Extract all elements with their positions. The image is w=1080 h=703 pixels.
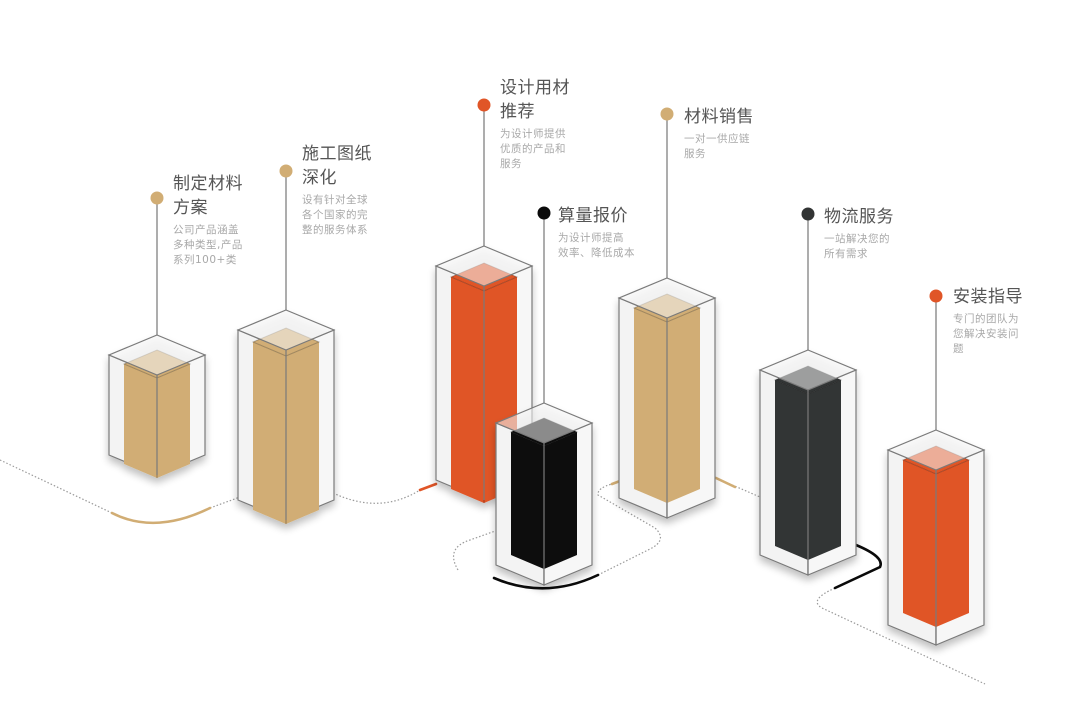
marker-dot-icon <box>660 107 674 121</box>
solid-path-segment <box>833 543 883 590</box>
step-description: 公司产品涵盖多种类型,产品系列100+类 <box>173 223 243 268</box>
marker-dots <box>150 98 943 303</box>
bar-installation-guide <box>886 429 986 646</box>
step-description-line: 一站解决您的 <box>824 233 890 245</box>
dotted-path-segment <box>0 459 113 514</box>
step-title-line: 设计用材 <box>500 78 570 98</box>
step-title-line: 施工图纸 <box>302 144 372 164</box>
step-description-line: 为设计师提高 <box>558 232 624 244</box>
step-description-line: 各个国家的完 <box>302 209 368 221</box>
step-label-construction-drawing: 施工图纸深化设有针对全球各个国家的完整的服务体系 <box>302 142 372 238</box>
step-title: 制定材料方案 <box>173 172 243 220</box>
bar-construction-drawing <box>236 309 336 524</box>
step-label-design-material-recommend: 设计用材推荐为设计师提供优质的产品和服务 <box>500 76 570 172</box>
bar-fill-right <box>808 380 841 560</box>
bar-quotation <box>494 402 594 586</box>
marker-dot-icon <box>477 98 491 112</box>
step-description: 专门的团队为您解决安装问题 <box>953 312 1023 357</box>
step-title: 材料销售 <box>684 105 754 129</box>
step-label-material-plan: 制定材料方案公司产品涵盖多种类型,产品系列100+类 <box>173 172 243 268</box>
step-description-line: 公司产品涵盖 <box>173 224 239 236</box>
dotted-path-segment <box>209 496 241 509</box>
step-title: 安装指导 <box>953 285 1023 309</box>
solid-path-segment <box>714 476 737 489</box>
step-description-line: 整的服务体系 <box>302 224 368 236</box>
step-description-line: 服务 <box>500 158 522 170</box>
dotted-path-segment <box>452 529 499 571</box>
bar-fill-right <box>936 460 969 627</box>
step-description: 为设计师提高效率、降低成本 <box>558 231 635 261</box>
step-title-line: 制定材料 <box>173 174 243 194</box>
marker-dot-icon <box>801 207 815 221</box>
step-description-line: 系列100+类 <box>173 254 237 266</box>
step-description: 一站解决您的所有需求 <box>824 232 894 262</box>
bar-fill-left <box>775 380 808 560</box>
marker-dot-icon <box>150 191 164 205</box>
step-label-quotation: 算量报价为设计师提高效率、降低成本 <box>558 204 635 261</box>
bar-fill-left <box>511 432 544 569</box>
marker-dot-icon <box>537 206 551 220</box>
bar-fill-left <box>634 308 667 503</box>
bar-fill-right <box>544 432 577 569</box>
step-description-line: 您解决安装问 <box>953 328 1019 340</box>
bar-fill-left <box>903 460 936 627</box>
bar-logistics <box>758 349 858 576</box>
label-stems <box>156 105 937 430</box>
bar-fill-left <box>253 342 286 524</box>
step-title-line: 推荐 <box>500 102 535 122</box>
solid-path-segment <box>418 482 438 492</box>
step-title-line: 安装指导 <box>953 287 1023 307</box>
step-title-line: 物流服务 <box>824 207 894 227</box>
step-label-installation-guide: 安装指导专门的团队为您解决安装问题 <box>953 285 1023 357</box>
dotted-path-segment <box>816 587 986 685</box>
step-description-line: 设有针对全球 <box>302 194 368 206</box>
step-title: 施工图纸深化 <box>302 142 372 190</box>
step-description-line: 多种类型,产品 <box>173 239 243 251</box>
step-description-line: 所有需求 <box>824 248 868 260</box>
step-title: 物流服务 <box>824 205 894 229</box>
bar-fill-right <box>157 364 190 478</box>
step-title-line: 算量报价 <box>558 206 628 226</box>
solid-path-segment <box>110 506 212 525</box>
marker-dot-icon <box>279 164 293 178</box>
bar-fill-right <box>286 342 319 524</box>
step-title-line: 深化 <box>302 168 337 188</box>
step-description-line: 专门的团队为 <box>953 313 1019 325</box>
step-description: 为设计师提供优质的产品和服务 <box>500 127 570 172</box>
dotted-path-segment <box>597 483 661 576</box>
bar-fill-left <box>451 277 484 503</box>
step-label-logistics: 物流服务一站解决您的所有需求 <box>824 205 894 262</box>
step-title-line: 材料销售 <box>684 107 754 127</box>
bar-material-plan <box>107 334 207 478</box>
step-description: 一对一供应链服务 <box>684 132 754 162</box>
marker-dot-icon <box>929 289 943 303</box>
step-description-line: 效率、降低成本 <box>558 247 635 259</box>
bars <box>107 245 986 646</box>
bar-material-sales <box>617 277 717 519</box>
step-description: 设有针对全球各个国家的完整的服务体系 <box>302 193 372 238</box>
step-description-line: 服务 <box>684 148 706 160</box>
step-description-line: 优质的产品和 <box>500 143 566 155</box>
step-description-line: 一对一供应链 <box>684 133 750 145</box>
step-label-material-sales: 材料销售一对一供应链服务 <box>684 105 754 162</box>
bar-fill-left <box>124 364 157 478</box>
step-title-line: 方案 <box>173 198 208 218</box>
dotted-path-segment <box>332 489 421 504</box>
bar-fill-right <box>667 308 700 503</box>
solid-path-segment <box>492 573 600 590</box>
step-description-line: 题 <box>953 343 964 355</box>
step-description-line: 为设计师提供 <box>500 128 566 140</box>
step-title: 设计用材推荐 <box>500 76 570 124</box>
step-title: 算量报价 <box>558 204 635 228</box>
